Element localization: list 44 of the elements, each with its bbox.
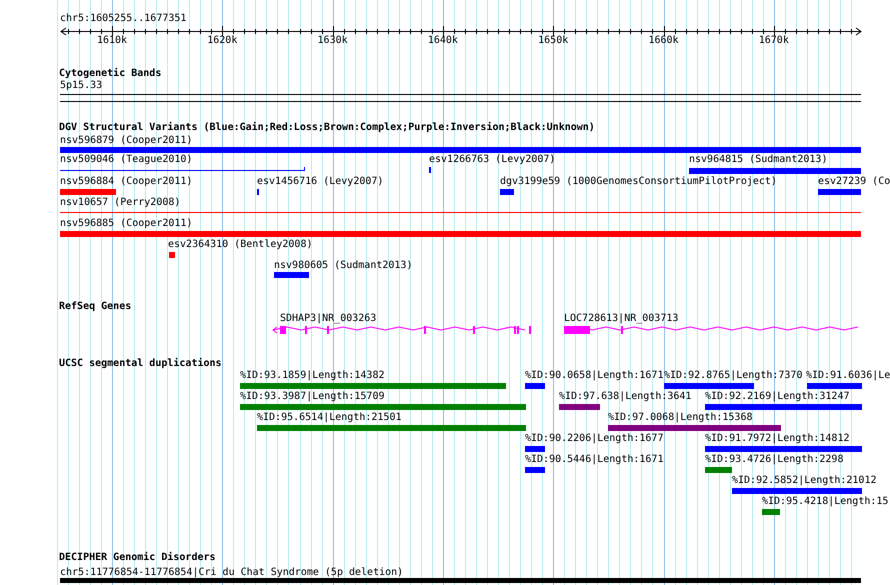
feature-label: nsv964815 (Sudmant2013) <box>689 154 828 166</box>
feature-label: SDHAP3|NR_003263 <box>280 313 376 325</box>
tick-label: 1670k <box>758 35 789 47</box>
feature-label: 5p15.33 <box>60 80 102 92</box>
track-title: DGV Structural Variants (Blue:Gain;Red:Loss;Brown:Complex;Purple:Inversion;Black:Unknown) <box>59 122 595 134</box>
track-title: Cytogenetic Bands <box>59 68 162 80</box>
feature-label: chr5:11776854-11776854|Cri du Chat Syndrome (5p deletion) <box>60 567 404 579</box>
feature-label: %ID:91.6036|Le <box>806 370 890 382</box>
feature-label: esv1456716 (Levy2007) <box>257 176 384 188</box>
tick-label: 1630k <box>318 35 348 47</box>
feature-label: nsv596879 (Cooper2011) <box>60 135 192 147</box>
feature-label: nsv596885 (Cooper2011) <box>60 218 192 230</box>
tick-label: 1620k <box>207 35 238 47</box>
track-title: RefSeq Genes <box>59 301 132 313</box>
tick-label: 1650k <box>538 35 568 47</box>
feature-label: nsv10657 (Perry2008) <box>60 197 180 209</box>
feature-label: %ID:91.7972|Length:14812 <box>705 433 850 445</box>
feature-label: %ID:95.6514|Length:21501 <box>257 412 402 424</box>
feature-label: nsv980605 (Sudmant2013) <box>274 260 412 272</box>
feature-label: %ID:93.1859|Length:14382 <box>240 370 384 382</box>
feature-label: %ID:93.3987|Length:15709 <box>240 391 384 403</box>
tick-label: 1640k <box>428 35 458 47</box>
feature-label: LOC728613|NR_003713 <box>564 313 678 325</box>
position-label: chr5:1605255..1677351 <box>60 13 186 25</box>
feature-label: %ID:90.0658|Length:1671 <box>525 370 664 382</box>
feature-label: esv1266763 (Levy2007) <box>429 154 556 166</box>
tick-label: 1660k <box>648 35 679 47</box>
tick-label: 1610k <box>96 35 128 47</box>
feature-label: %ID:90.2206|Length:1677 <box>525 433 664 445</box>
feature-label: nsv509046 (Teague2010) <box>60 154 192 166</box>
feature-label: %ID:92.8765|Length:7370 <box>664 370 802 382</box>
feature-label: %ID:93.4726|Length:2298 <box>705 454 844 466</box>
feature-label: %ID:95.4218|Length:15 <box>762 496 888 508</box>
feature-label: %ID:92.2169|Length:31247 <box>705 391 850 403</box>
feature-label: %ID:90.5446|Length:1671 <box>525 454 664 466</box>
feature-label: %ID:92.5852|Length:21012 <box>732 475 876 487</box>
feature-label: %ID:97.638|Length:3641 <box>559 391 692 403</box>
feature-label: nsv596884 (Cooper2011) <box>60 176 192 188</box>
track-title: DECIPHER Genomic Disorders <box>59 552 216 564</box>
feature-label: dgv3199e59 (1000GenomesConsortiumPilotProject) <box>500 176 777 188</box>
feature-label: %ID:97.0068|Length:15368 <box>608 412 752 424</box>
track-title: UCSC segmental duplications <box>59 358 222 370</box>
feature-label: esv27239 (Co <box>818 176 890 188</box>
feature-label: esv2364310 (Bentley2008) <box>168 239 312 251</box>
